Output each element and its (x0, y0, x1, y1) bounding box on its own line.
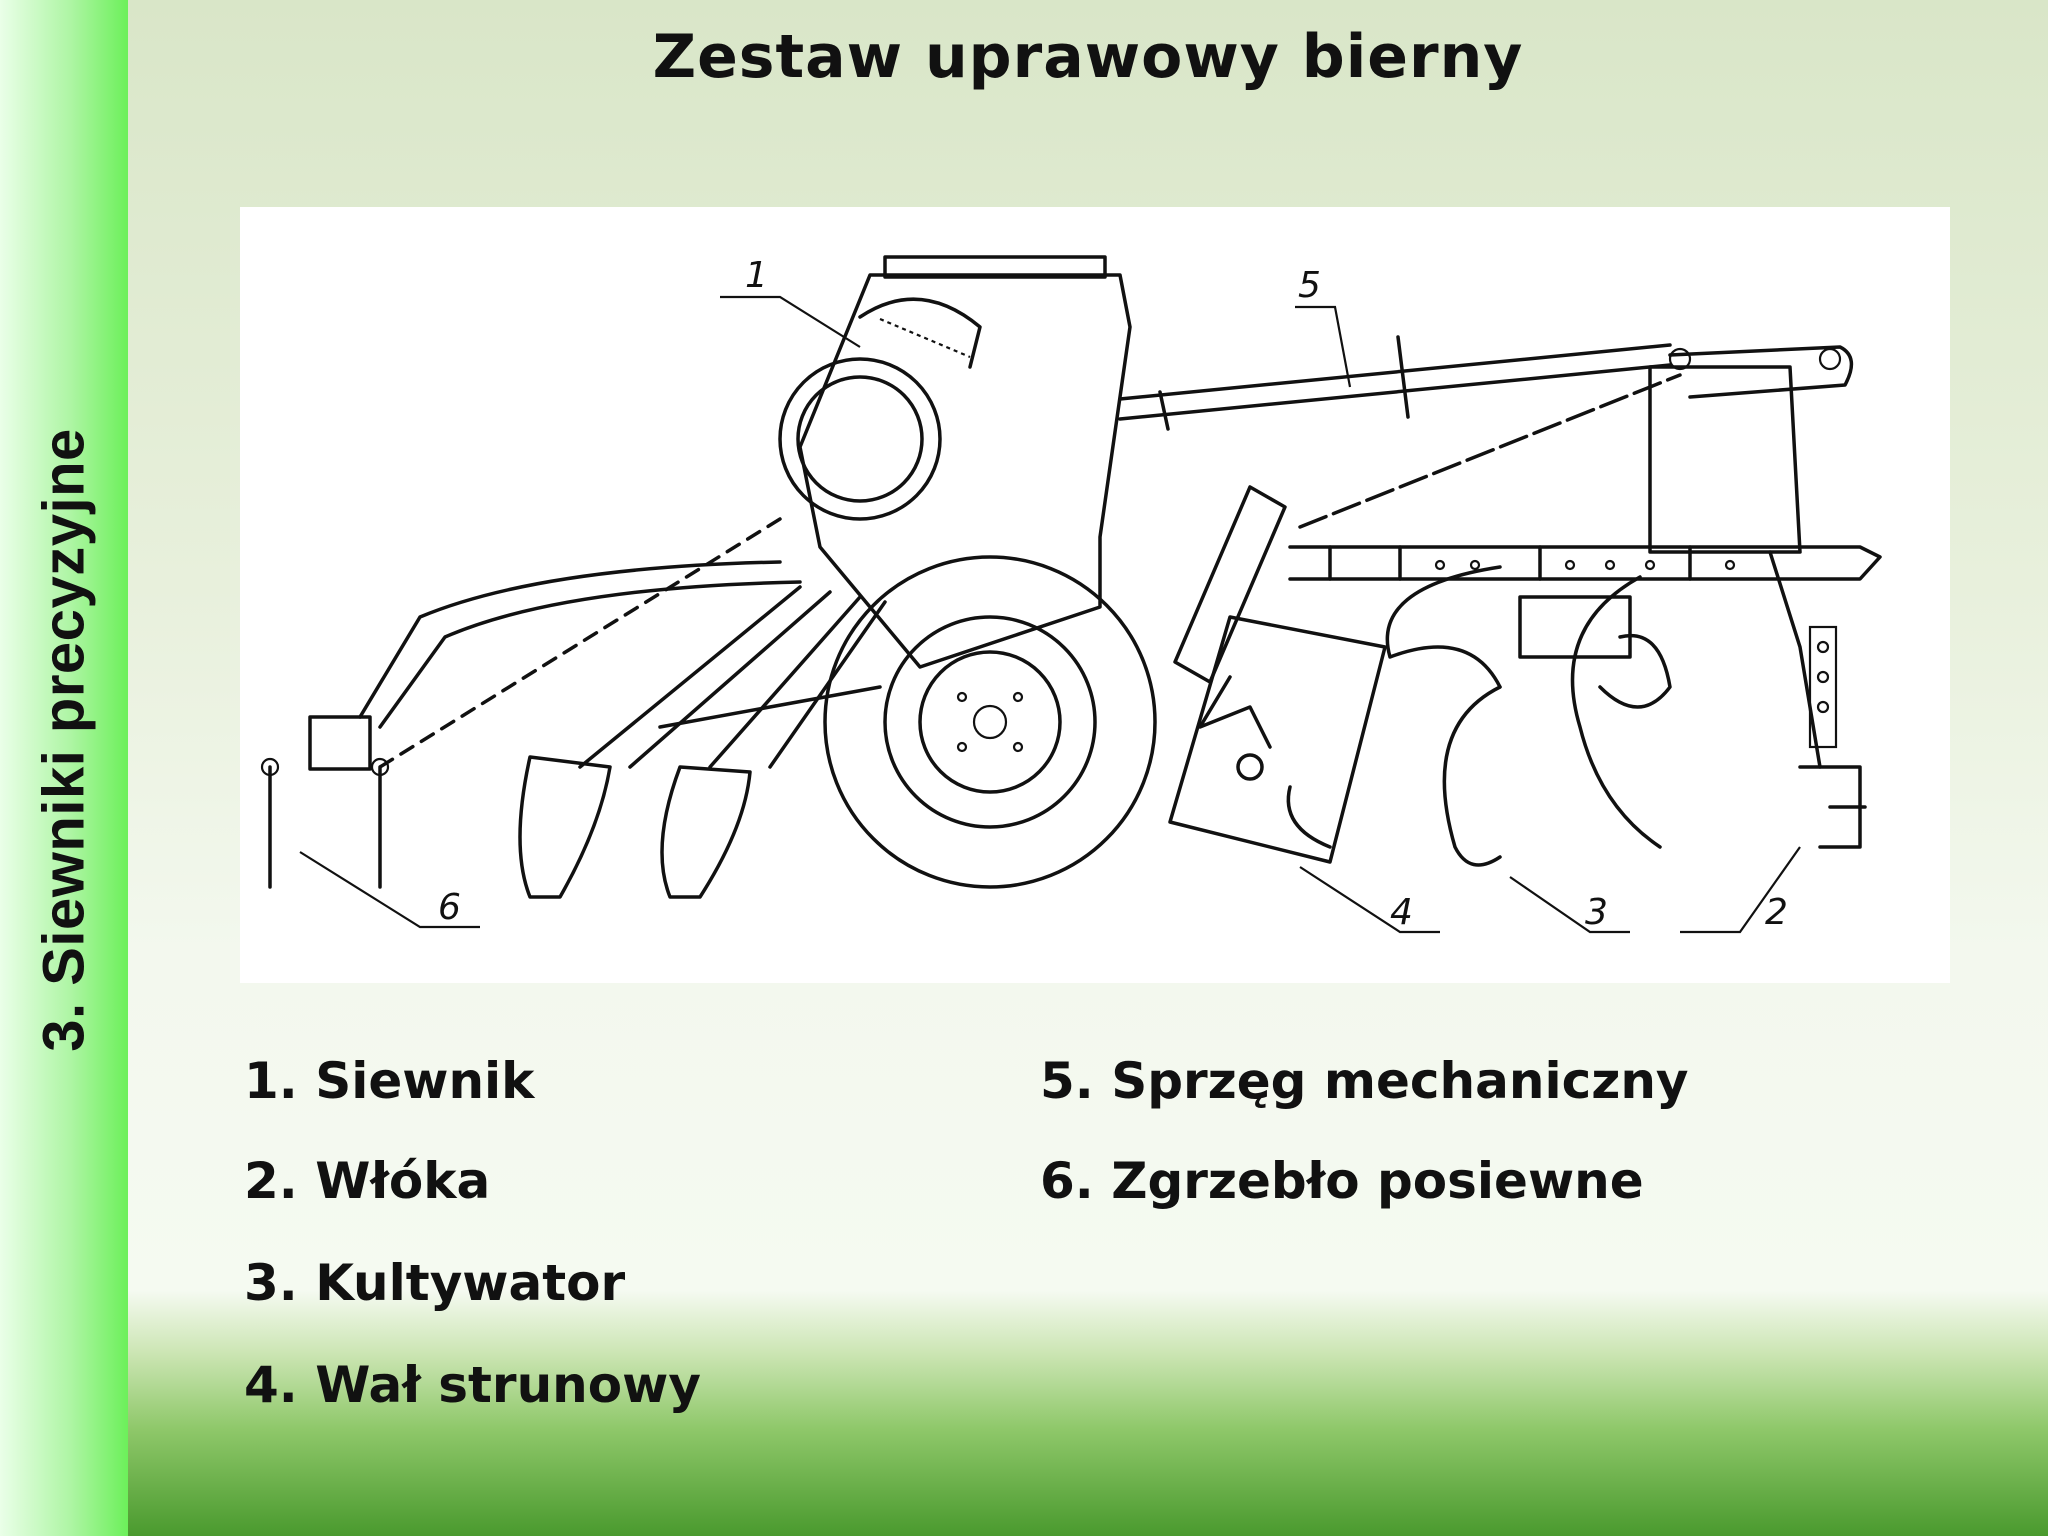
slide-title: Zestaw uprawowy bierny (652, 22, 1524, 92)
mechanical-hitch-link (1118, 335, 1672, 431)
seeder-hopper (778, 255, 1132, 669)
main-wheel (823, 555, 1157, 889)
machine-drawing: 1 2 3 4 5 6 (240, 207, 1950, 983)
callout-3: 3 (1585, 892, 1608, 933)
callout-1: 1 (745, 255, 768, 296)
chain (378, 373, 1682, 769)
rear-tower (1648, 345, 1854, 769)
callout-2: 2 (1765, 892, 1788, 933)
callout-5: 5 (1298, 265, 1321, 306)
sidebar-title: 3. Siewniki precyzyjne (31, 428, 97, 1052)
callout-6: 6 (438, 887, 461, 928)
legend-item-5: 5. Sprzęg mechaniczny (1040, 1052, 1689, 1110)
callout-leaders (299, 295, 1801, 934)
seeding-coulters (518, 585, 887, 899)
rear-harrow-arm (260, 560, 802, 889)
legend-item-2: 2. Włóka (244, 1152, 491, 1210)
sidebar-band: 3. Siewniki precyzyjne (0, 0, 128, 1536)
string-roller (1168, 485, 1387, 864)
cultivator-tines (1385, 565, 1672, 867)
legend-item-1: 1. Siewnik (244, 1052, 535, 1110)
drag (1798, 765, 1867, 849)
legend-item-4: 4. Wał strunowy (244, 1356, 701, 1414)
machine-drawing-svg: 1 2 3 4 5 6 (260, 255, 1882, 934)
legend-item-6: 6. Zgrzebło posiewne (1040, 1152, 1644, 1210)
callout-4: 4 (1390, 892, 1413, 933)
legend-item-3: 3. Kultywator (244, 1254, 626, 1312)
main-frame (1288, 545, 1882, 581)
